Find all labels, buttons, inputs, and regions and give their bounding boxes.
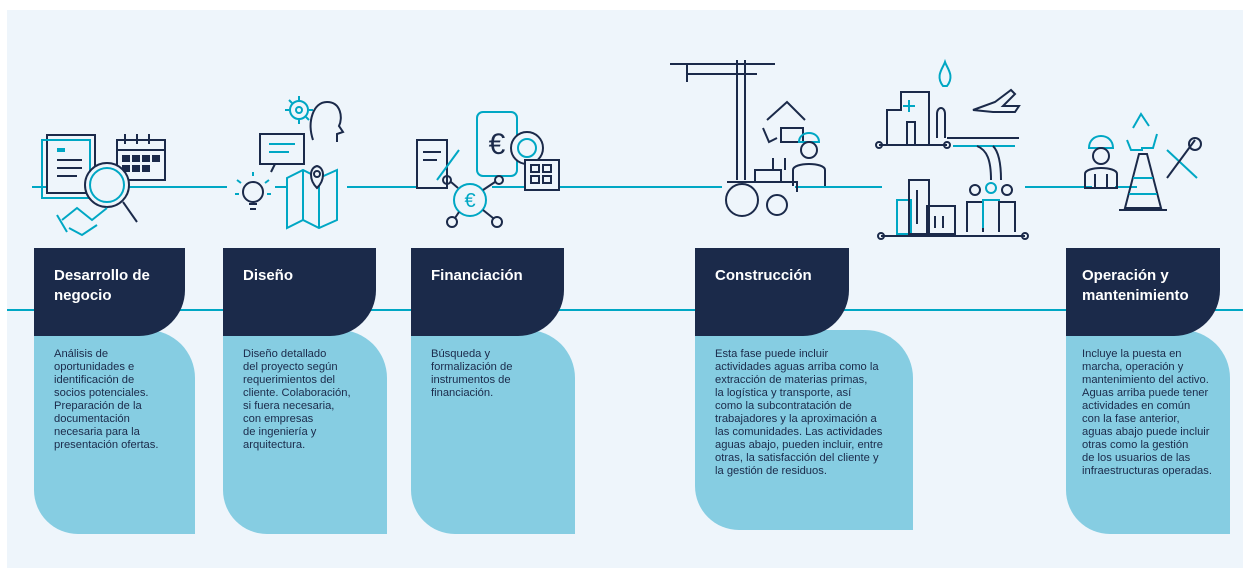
- stage-4-title-box: Construcción: [695, 248, 849, 336]
- stage-1-title-box: Desarrollo de negocio: [34, 248, 185, 336]
- truck-icon: [725, 158, 798, 217]
- svg-text:€: €: [489, 128, 506, 161]
- stage-2-description-text: Diseño detallado del proyecto según requ…: [243, 348, 351, 451]
- tools-icon: [1166, 137, 1202, 179]
- head-icon: [309, 100, 345, 142]
- buildings-icon: [877, 179, 1029, 240]
- stage-1-description-text: Análisis de oportunidades e identificaci…: [54, 348, 159, 451]
- stage-5-title-box: Operación y mantenimiento: [1066, 248, 1220, 336]
- recycle-icon: [1126, 112, 1158, 151]
- calendar-icon: [116, 134, 166, 181]
- illustration-layer: € €: [7, 58, 1243, 311]
- presentation-icon: [259, 133, 305, 173]
- excavator-icon: [762, 100, 806, 144]
- hospital-icon: [875, 91, 951, 149]
- stage-3-title: Financiación: [431, 267, 523, 284]
- worker-helmet-icon: [1084, 135, 1118, 189]
- map-icon: [286, 164, 338, 230]
- people-icon: [966, 182, 1016, 232]
- traffic-cone-icon: [1119, 153, 1167, 211]
- document-icon: [41, 134, 96, 199]
- stage-5-description-text: Incluye la puesta en marcha, operación y…: [1082, 348, 1212, 477]
- stage-2-title-box: Diseño: [223, 248, 376, 336]
- gear-icon: [285, 96, 313, 124]
- euro-network-icon: €: [442, 175, 504, 228]
- stage-5-description: Incluye la puesta en marcha, operación y…: [1066, 330, 1230, 534]
- stage-4-description: Esta fase puede incluir actividades agua…: [695, 330, 913, 530]
- water-drop-icon: [938, 58, 952, 87]
- stage-1-description: Análisis de oportunidades e identificaci…: [34, 330, 195, 534]
- stage-3-title-box: Financiación: [411, 248, 564, 336]
- svg-text:€: €: [464, 190, 475, 212]
- worker-icon: [792, 132, 826, 186]
- stage-4-description-text: Esta fase puede incluir actividades agua…: [715, 348, 883, 477]
- contract-icon: [416, 139, 460, 189]
- stage-3-description: Búsqueda y formalización de instrumentos…: [411, 330, 575, 534]
- airplane-icon: [972, 88, 1021, 113]
- lightbulb-icon: [235, 172, 271, 210]
- stage-4-title: Construcción: [715, 267, 812, 284]
- road-icon: [947, 137, 1019, 181]
- stage-2-description: Diseño detallado del proyecto según requ…: [223, 330, 387, 534]
- stage-1-title: Desarrollo de negocio: [54, 267, 150, 304]
- handshake-icon: [56, 206, 108, 237]
- stage-2-title: Diseño: [243, 267, 294, 284]
- stage-5-title: Operación y mantenimiento: [1082, 267, 1189, 304]
- magnifier-icon: [84, 162, 138, 223]
- calculator-icon: [524, 159, 560, 191]
- crane-icon: [670, 60, 775, 180]
- stage-3-description-text: Búsqueda y formalización de instrumentos…: [431, 348, 513, 399]
- infographic-canvas: € €: [7, 10, 1243, 568]
